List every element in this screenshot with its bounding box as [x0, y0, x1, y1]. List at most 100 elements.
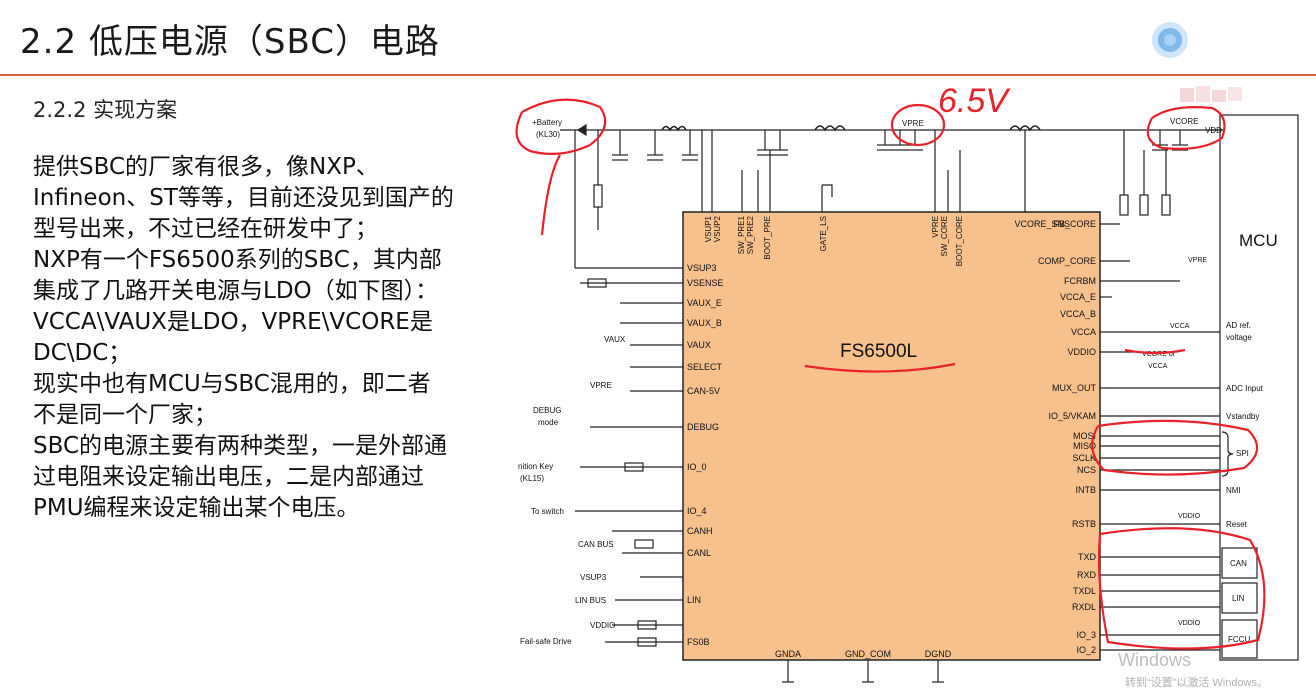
- mcu-label: MCU: [1239, 231, 1278, 250]
- user-avatar-icon[interactable]: [1150, 20, 1190, 60]
- mcu-pin-label: voltage: [1226, 333, 1252, 342]
- mcu-pin-label: AD ref.: [1226, 321, 1251, 330]
- body-line: DC\DC；: [33, 340, 132, 366]
- right-pin-label: MUX_OUT: [1052, 383, 1097, 393]
- section-heading: 2.2.2 实现方案: [33, 98, 178, 122]
- vaux-label: VAUX: [604, 335, 626, 344]
- right-pin-label: IO_5/VKAM: [1048, 411, 1096, 421]
- lin-bus-label: LIN BUS: [575, 596, 606, 605]
- top-pin-label: VSUP2: [713, 215, 722, 242]
- mcu-pin-label: NMI: [1226, 486, 1241, 495]
- left-pin-label: CANL: [687, 548, 711, 558]
- mcu-pin-label: LIN: [1232, 594, 1245, 603]
- top-pin-label: SW_PRE2: [746, 215, 755, 254]
- left-pin-label: VAUX_B: [687, 318, 722, 328]
- body-line: SBC的电源主要有两种类型，一是外部通: [33, 433, 448, 459]
- right-pin-label: VCCA_B: [1060, 309, 1096, 319]
- bottom-pin-label: GND_COM: [845, 649, 891, 659]
- title-divider: [0, 74, 1316, 76]
- left-pin-label: VSUP3: [687, 263, 717, 273]
- bottom-pin-label: GNDA: [775, 649, 801, 659]
- right-pin-label: SCLK: [1072, 453, 1096, 463]
- right-pin-label: MOSI: [1073, 431, 1096, 441]
- right-pin-label: COMP_CORE: [1038, 256, 1096, 266]
- vcca-label: VCCA: [1170, 323, 1190, 330]
- left-pin-label: LIN: [687, 595, 701, 605]
- activation-watermark: Windows: [1118, 650, 1192, 670]
- failsafe-label: Fail-safe Drive: [520, 637, 572, 646]
- right-pin-label: VCORE_SNS: [1014, 219, 1070, 229]
- right-pin-label: TXD: [1078, 552, 1097, 562]
- right-pin-label: IO_3: [1076, 630, 1096, 640]
- sbc-chip: [682, 211, 1101, 661]
- right-pin-label: RXD: [1077, 570, 1097, 580]
- red-annotations: [515, 98, 1266, 650]
- left-pin-label: VAUX: [687, 340, 711, 350]
- vsup3-label: VSUP3: [580, 573, 607, 582]
- left-pin-label: VSENSE: [687, 278, 724, 288]
- right-pin-label: FCRBM: [1064, 276, 1096, 286]
- bottom-pin-label: DGND: [925, 649, 952, 659]
- mcu-pin-label: CAN: [1230, 559, 1247, 568]
- right-pin-label: RSTB: [1072, 519, 1096, 529]
- vddio-label: VDDIO: [590, 621, 615, 630]
- left-pin-label: VAUX_E: [687, 298, 722, 308]
- activation-watermark: 转到“设置”以激活 Windows。: [1125, 677, 1269, 689]
- right-pin-label: NCS: [1077, 465, 1096, 475]
- body-line: VCCA\VAUX是LDO，VPRE\VCORE是: [33, 309, 433, 335]
- right-pin-label: FB_CORE: [1053, 219, 1096, 229]
- left-pin-label: FS0B: [687, 637, 710, 647]
- body-text: 提供SBC的厂家有很多，像NXP、 Infineon、ST等等，目前还没见到国产…: [33, 152, 523, 524]
- vdd-label: VDD: [1205, 126, 1222, 135]
- top-pin-label: VSUP1: [704, 215, 713, 242]
- top-pin-label: BOOT_PRE: [763, 216, 772, 260]
- mcu-pin-label: SPI: [1236, 449, 1249, 458]
- debug-label: DEBUG: [533, 406, 561, 415]
- body-line: 集成了几路开关电源与LDO（如下图）：: [33, 278, 439, 304]
- vpre-label: VPRE: [590, 381, 612, 390]
- top-pin-label: BOOT_CORE: [955, 216, 964, 266]
- can-bus-label: CAN BUS: [578, 540, 614, 549]
- top-pin-label: SW_PRE1: [737, 215, 746, 254]
- right-pin-label: VCCA: [1071, 327, 1096, 337]
- right-pin-label: MISO: [1073, 441, 1096, 451]
- body-line: PMU编程来设定输出某个电压。: [33, 495, 360, 521]
- vddio-label: VDDIO: [1178, 513, 1201, 520]
- left-pin-label: CAN-5V: [687, 386, 720, 396]
- vddio-label: VDDIO: [1178, 620, 1201, 627]
- body-line: NXP有一个FS6500系列的SBC，其内部: [33, 247, 442, 273]
- left-pin-label: DEBUG: [687, 422, 719, 432]
- chip-name: FS6500L: [840, 341, 917, 362]
- vcore-or-label: VCORE or: [1142, 351, 1176, 358]
- right-pin-label: VDDIO: [1067, 347, 1096, 357]
- top-pin-label: VPRE: [931, 216, 940, 238]
- left-pin-label: IO_0: [687, 462, 707, 472]
- page-title: 2.2 低压电源（SBC）电路: [20, 22, 440, 62]
- body-line: 过电阻来设定输出电压，二是内部通过: [33, 464, 424, 490]
- body-line: 不是同一个厂家；: [33, 402, 217, 428]
- left-pin-label: SELECT: [687, 362, 723, 372]
- vpre-rail-label: VPRE: [902, 119, 924, 128]
- right-pin-label: VCCA_E: [1060, 292, 1096, 302]
- right-pin-label: RXDL: [1072, 602, 1096, 612]
- right-pin-label: TXDL: [1073, 586, 1096, 596]
- body-line: 型号出来，不过已经在研发中了；: [33, 216, 378, 242]
- vcore-rail-label: VCORE: [1170, 117, 1198, 126]
- right-pin-label: IO_2: [1076, 645, 1096, 655]
- battery-label: (KL30): [536, 130, 560, 139]
- top-pin-label: GATE_LS: [819, 216, 828, 251]
- left-pin-label: IO_4: [687, 506, 707, 516]
- left-pin-label: CANH: [687, 526, 713, 536]
- mcu-pin-label: ADC Input: [1226, 384, 1264, 393]
- mcu-pin-label: Reset: [1226, 520, 1248, 529]
- vpre-label: VPRE: [1188, 257, 1207, 264]
- ignition-label: (KL15): [520, 474, 544, 483]
- mcu-pin-label: FCCU: [1228, 635, 1250, 644]
- sbc-schematic: FS6500L MCU +Battery (KL30) VPRE VCORE V…: [515, 84, 1299, 683]
- debug-label: mode: [538, 418, 559, 427]
- right-pin-label: INTB: [1075, 485, 1096, 495]
- body-line: 现实中也有MCU与SBC混用的，即二者: [33, 371, 431, 397]
- battery-label: +Battery: [532, 118, 562, 127]
- body-line: 提供SBC的厂家有很多，像NXP、: [33, 154, 379, 180]
- handwritten-note: 6.5V: [938, 84, 1011, 120]
